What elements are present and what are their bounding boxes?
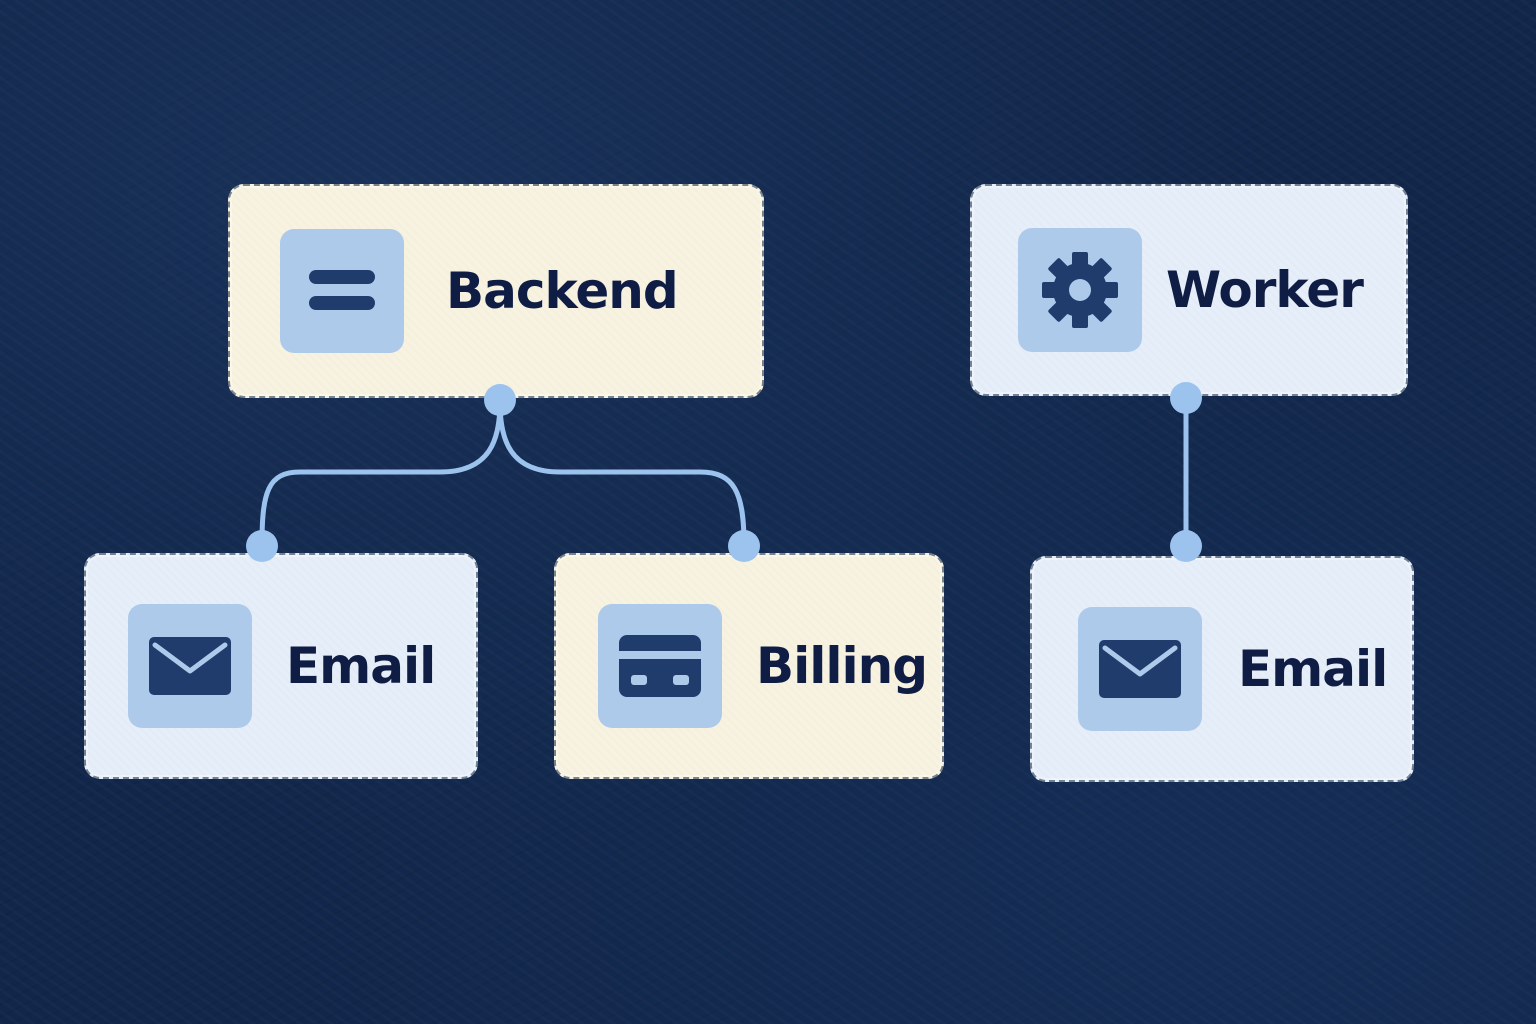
node-email-right[interactable]: Email xyxy=(1030,556,1414,782)
gear-icon xyxy=(1018,228,1142,352)
envelope-icon xyxy=(128,604,252,728)
node-email-left[interactable]: Email xyxy=(84,553,478,779)
node-label-worker: Worker xyxy=(1166,261,1364,319)
node-label-email-right: Email xyxy=(1238,640,1388,698)
edge-backend-email xyxy=(259,399,503,547)
node-billing[interactable]: Billing xyxy=(554,553,944,779)
node-worker[interactable]: Worker xyxy=(970,184,1408,396)
server-icon xyxy=(280,229,404,353)
node-label-email-left: Email xyxy=(286,637,436,695)
edge-backend-billing xyxy=(497,399,747,547)
envelope-icon xyxy=(1078,607,1202,731)
node-label-backend: Backend xyxy=(446,262,679,320)
node-label-billing: Billing xyxy=(756,637,928,695)
node-backend[interactable]: Backend xyxy=(228,184,764,398)
credit-card-icon xyxy=(598,604,722,728)
